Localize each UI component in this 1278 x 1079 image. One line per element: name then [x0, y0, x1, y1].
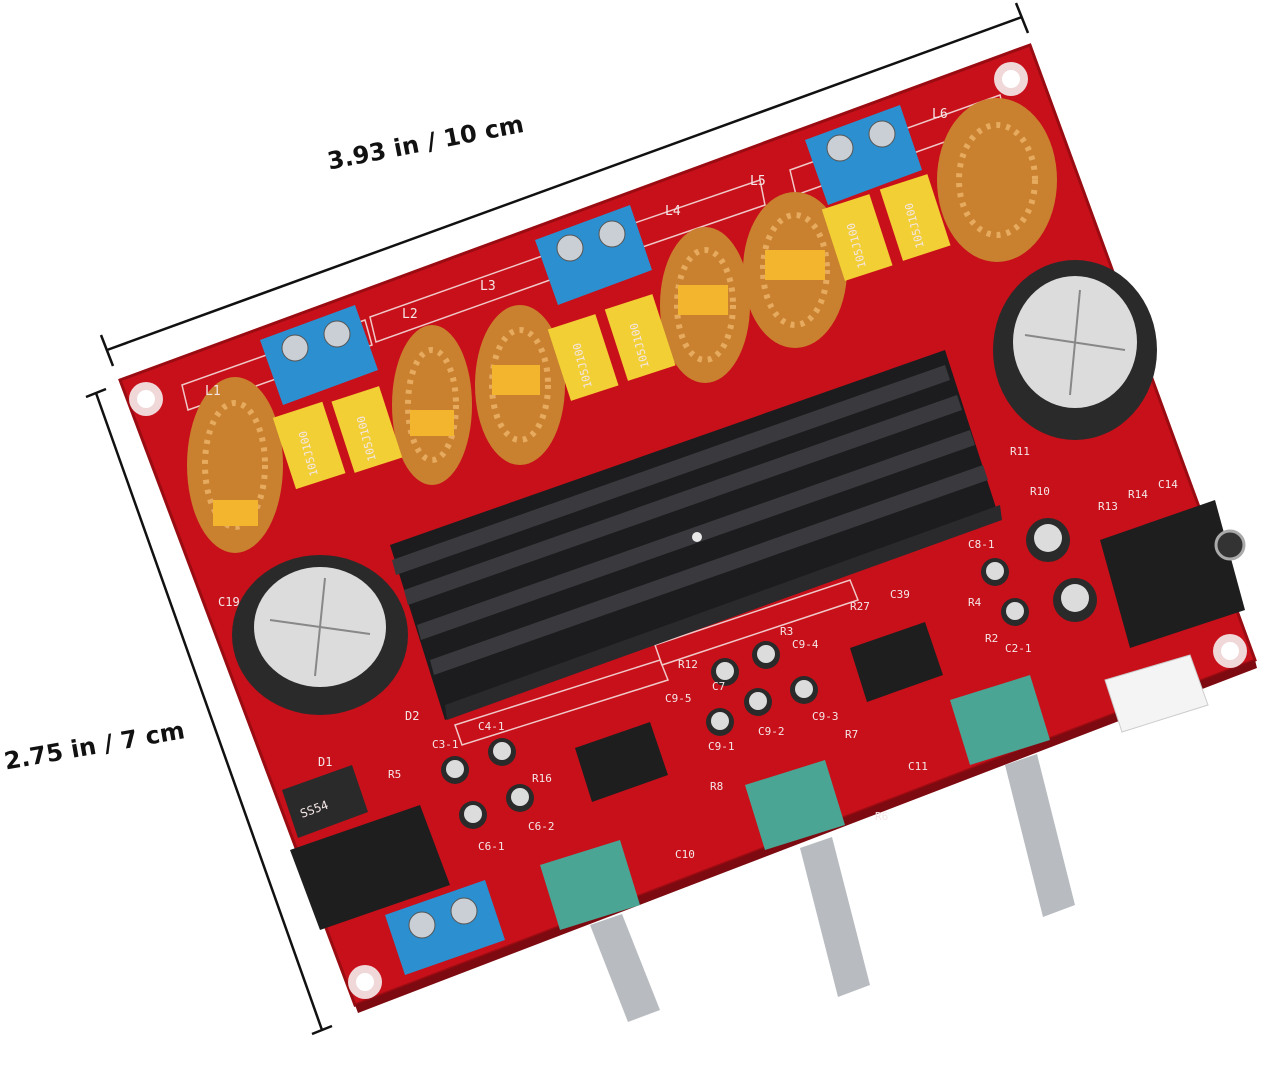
- component-label: R13: [1098, 500, 1118, 513]
- diode-label: D1: [318, 755, 332, 769]
- inductor-coil: [187, 377, 283, 553]
- potentiometer: [540, 840, 660, 1022]
- component-label: C2-1: [1005, 642, 1032, 655]
- pin-header-connector: [1104, 654, 1209, 733]
- inductor-label: L6: [932, 107, 948, 122]
- component-label: C3-1: [432, 738, 459, 751]
- led-label: D2: [405, 709, 419, 723]
- component-label: R16: [532, 772, 552, 785]
- small-capacitor: [441, 518, 1097, 829]
- schottky-diode: SS54: [282, 765, 368, 838]
- component-label: C11: [908, 760, 928, 773]
- component-label: R6: [875, 810, 888, 823]
- component-label: R12: [678, 658, 698, 671]
- component-label: C9-5: [665, 692, 692, 705]
- component-label: C4-1: [478, 720, 505, 733]
- screw-terminal: [805, 105, 922, 205]
- component-label: R4: [968, 596, 982, 609]
- component-label: C39: [890, 588, 910, 601]
- component-label: C7: [712, 680, 725, 693]
- inductor-coil: [743, 192, 847, 348]
- heatsink: [390, 350, 1002, 720]
- inductor-label: L5: [750, 174, 766, 189]
- component-label: R5: [388, 768, 401, 781]
- component-label: C6-2: [528, 820, 555, 833]
- component-label: C6-1: [478, 840, 505, 853]
- inductor-label: L2: [402, 307, 418, 322]
- component-label: C9-2: [758, 725, 785, 738]
- film-capacitor: 105J100: [821, 194, 893, 281]
- mounting-hole: [994, 62, 1028, 96]
- mounting-hole: [1213, 634, 1247, 668]
- mounting-hole: [348, 965, 382, 999]
- inductor-label: L4: [665, 204, 681, 219]
- electrolytic-capacitor: [993, 260, 1157, 440]
- screw-terminal: [535, 205, 652, 305]
- height-dimension-line: [85, 387, 333, 1036]
- film-capacitor: 105J100: [547, 314, 619, 401]
- component-label: C14: [1158, 478, 1178, 491]
- component-label: R14: [1128, 488, 1148, 501]
- component-label: C9-3: [812, 710, 839, 723]
- audio-jack: [1100, 500, 1246, 648]
- inductor-coil: [937, 98, 1057, 262]
- component-label: C9-1: [708, 740, 735, 753]
- capacitor-label: C19: [218, 595, 240, 609]
- inductor-coil: [660, 227, 750, 383]
- op-amp-chip: [575, 622, 943, 802]
- inductor-coil: [392, 325, 472, 485]
- film-capacitor: 105J100: [604, 294, 676, 381]
- electrolytic-capacitor: [232, 555, 408, 715]
- mounting-hole: [129, 382, 163, 416]
- film-capacitor: 105J100: [879, 174, 951, 261]
- screw-terminal: [385, 880, 505, 975]
- component-label: R8: [710, 780, 723, 793]
- component-label: R7: [845, 728, 858, 741]
- film-capacitor: 105J100: [272, 401, 346, 490]
- component-label: C10: [675, 848, 695, 861]
- width-dimension-line: [99, 2, 1030, 367]
- silkscreen-labels: L1 L2 L3 L4 L5 L6 D1 D2 C19 R11 R10 R13 …: [205, 107, 1178, 861]
- potentiometer: [950, 675, 1075, 917]
- component-label: R11: [1010, 445, 1030, 458]
- component-label: R10: [1030, 485, 1050, 498]
- film-capacitor: 105J100: [331, 386, 403, 473]
- dc-power-jack: [290, 805, 450, 930]
- component-label: C9-4: [792, 638, 819, 651]
- inductor-label: L3: [480, 279, 496, 294]
- potentiometer: [745, 760, 870, 997]
- inductor-coil: [475, 305, 565, 465]
- screw-terminal: [260, 305, 378, 405]
- component-label: R2: [985, 632, 998, 645]
- inductor-label: L1: [205, 384, 221, 399]
- component-label: C8-1: [968, 538, 995, 551]
- component-label: R27: [850, 600, 870, 613]
- component-label: R3: [780, 625, 793, 638]
